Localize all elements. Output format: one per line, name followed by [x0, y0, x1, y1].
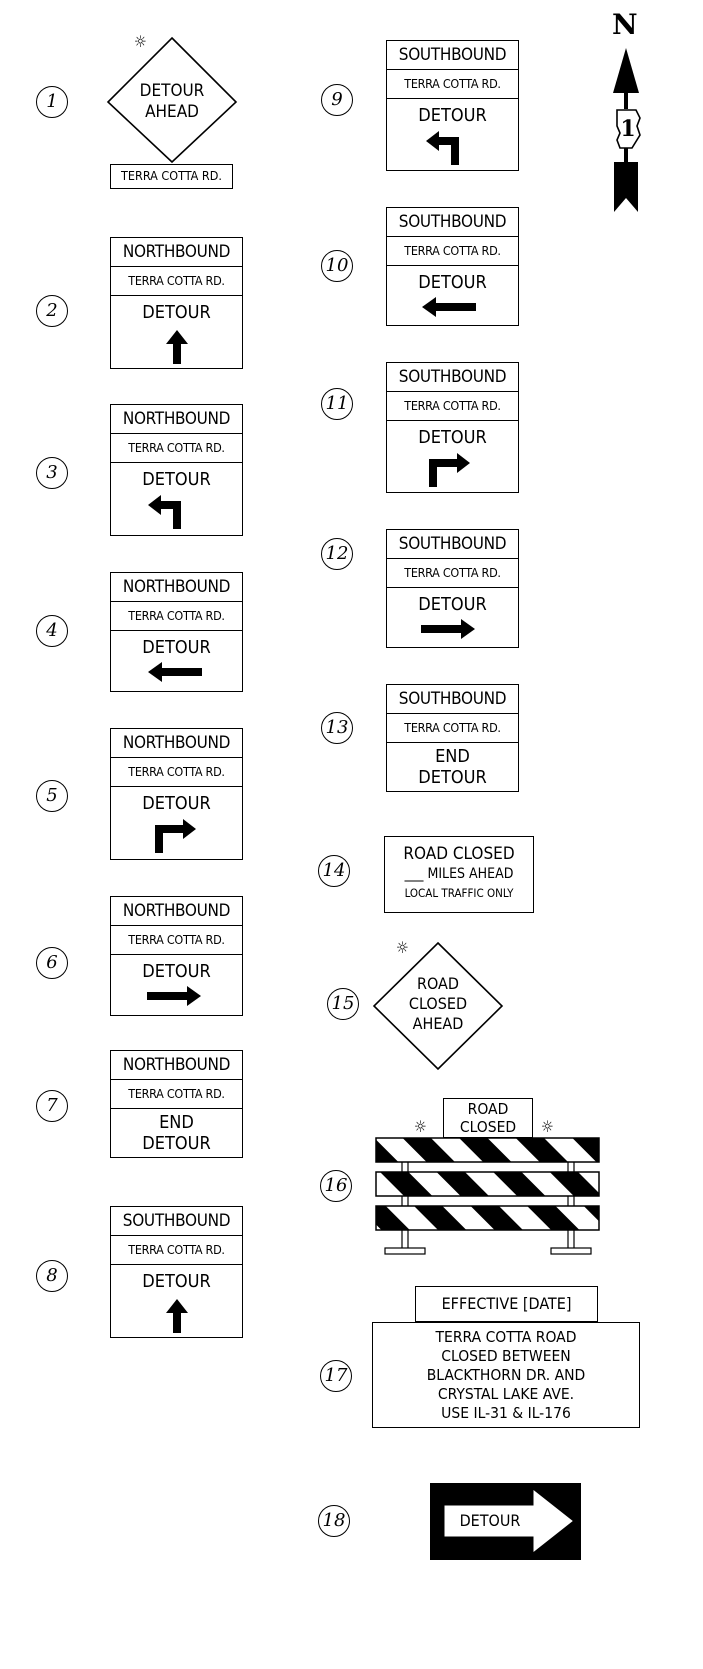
sign-9: SOUTHBOUND TERRA COTTA RD. DETOUR: [386, 40, 519, 171]
sign-10: SOUTHBOUND TERRA COTTA RD. DETOUR: [386, 207, 519, 326]
detour-label: DETOUR: [142, 1271, 211, 1292]
north-label: N: [612, 8, 638, 41]
detour-label: DETOUR: [142, 469, 211, 490]
direction-label: SOUTHBOUND: [387, 530, 518, 559]
detour-label: DETOUR: [459, 1511, 521, 1530]
road-label: TERRA COTTA RD.: [111, 758, 242, 787]
sign-8: SOUTHBOUND TERRA COTTA RD. DETOUR: [110, 1206, 243, 1338]
sign-number-7: 7: [36, 1090, 68, 1122]
warning-light-icon: ☼: [396, 938, 409, 957]
sign-14: ROAD CLOSED ___ MILES AHEAD LOCAL TRAFFI…: [384, 836, 534, 913]
road-label: TERRA COTTA RD.: [387, 392, 518, 421]
arrow-left-icon: [422, 297, 476, 317]
end-label: END: [159, 1112, 194, 1133]
direction-label: NORTHBOUND: [111, 238, 242, 267]
arrow-right-icon: [421, 619, 475, 639]
sign-number-6: 6: [36, 947, 68, 979]
sign-18: DETOUR: [430, 1483, 581, 1560]
sign-4: NORTHBOUND TERRA COTTA RD. DETOUR: [110, 572, 243, 692]
arrow-left-icon: [148, 662, 202, 682]
sign-number-13: 13: [321, 712, 353, 744]
road-label: TERRA COTTA RD.: [111, 1080, 242, 1109]
sign-11: SOUTHBOUND TERRA COTTA RD. DETOUR: [386, 362, 519, 493]
arrow-turn-right-icon: [429, 453, 470, 487]
direction-label: NORTHBOUND: [111, 729, 242, 758]
warning-light-icon: ☼: [414, 1117, 427, 1136]
sign-number-17: 17: [320, 1360, 352, 1392]
arrow-turn-right-icon: [155, 819, 196, 853]
sign-number-10: 10: [321, 250, 353, 282]
direction-label: SOUTHBOUND: [387, 41, 518, 70]
detour-label: DETOUR: [418, 105, 487, 126]
direction-label: SOUTHBOUND: [111, 1207, 242, 1236]
detour-label: DETOUR: [418, 427, 487, 448]
warning-light-icon: ☼: [134, 32, 147, 51]
detour-label: DETOUR: [418, 272, 487, 293]
sign-number-14: 14: [318, 855, 350, 887]
direction-label: NORTHBOUND: [111, 1051, 242, 1080]
detour-label: DETOUR: [418, 767, 487, 788]
local-traffic-label: LOCAL TRAFFIC ONLY: [404, 886, 514, 900]
road-label: TERRA COTTA RD.: [111, 267, 242, 296]
arrow-up-icon: [166, 1299, 188, 1333]
road-label: TERRA COTTA RD.: [111, 1236, 242, 1265]
sign-12: SOUTHBOUND TERRA COTTA RD. DETOUR: [386, 529, 519, 648]
direction-label: SOUTHBOUND: [387, 685, 518, 714]
direction-label: SOUTHBOUND: [387, 208, 518, 237]
sign17-effective-date: EFFECTIVE [DATE]: [415, 1286, 598, 1322]
sign17-closure-notice: TERRA COTTA ROAD CLOSED BETWEEN BLACKTHO…: [372, 1322, 640, 1428]
arrow-turn-left-icon: [426, 131, 459, 165]
sign-number-5: 5: [36, 780, 68, 812]
detour-label: DETOUR: [418, 594, 487, 615]
road-label: TERRA COTTA RD.: [387, 559, 518, 588]
arrow-right-icon: [147, 986, 201, 1006]
sign-number-15: 15: [327, 988, 359, 1020]
sign-5: NORTHBOUND TERRA COTTA RD. DETOUR: [110, 728, 243, 860]
sign-number-4: 4: [36, 615, 68, 647]
road-label: TERRA COTTA RD.: [387, 237, 518, 266]
detour-label: DETOUR: [142, 793, 211, 814]
road-label: TERRA COTTA RD.: [387, 714, 518, 743]
arrow-up-icon: [166, 330, 188, 364]
road-label: TERRA COTTA RD.: [111, 602, 242, 631]
route-shield-number: 1: [620, 116, 636, 142]
direction-label: NORTHBOUND: [111, 405, 242, 434]
sign-3: NORTHBOUND TERRA COTTA RD. DETOUR: [110, 404, 243, 536]
direction-label: SOUTHBOUND: [387, 363, 518, 392]
sign-number-2: 2: [36, 295, 68, 327]
road-label: TERRA COTTA RD.: [111, 434, 242, 463]
detour-label: DETOUR: [142, 1133, 211, 1154]
detour-label: DETOUR: [142, 302, 211, 323]
sign1-plaque: TERRA COTTA RD.: [110, 164, 233, 189]
detour-label: DETOUR: [142, 961, 211, 982]
road-closed-label: ROAD CLOSED: [403, 844, 515, 864]
end-label: END: [435, 746, 470, 767]
sign-13: SOUTHBOUND TERRA COTTA RD. END DETOUR: [386, 684, 519, 792]
sign-7: NORTHBOUND TERRA COTTA RD. END DETOUR: [110, 1050, 243, 1158]
detour-label: DETOUR: [142, 637, 211, 658]
arrow-turn-left-icon: [148, 495, 181, 529]
sign-2: NORTHBOUND TERRA COTTA RD. DETOUR: [110, 237, 243, 369]
sign-number-9: 9: [321, 84, 353, 116]
road-label: TERRA COTTA RD.: [387, 70, 518, 99]
sign-number-11: 11: [321, 388, 353, 420]
arrow-right-icon: [444, 1489, 573, 1553]
sign-number-18: 18: [318, 1505, 350, 1537]
warning-light-icon: ☼: [541, 1117, 554, 1136]
sign-number-3: 3: [36, 457, 68, 489]
direction-label: NORTHBOUND: [111, 897, 242, 926]
sign-number-16: 16: [320, 1170, 352, 1202]
sign-6: NORTHBOUND TERRA COTTA RD. DETOUR: [110, 896, 243, 1016]
miles-ahead-label: ___ MILES AHEAD: [404, 866, 514, 882]
sign-number-1: 1: [36, 86, 68, 118]
direction-label: NORTHBOUND: [111, 573, 242, 602]
sign-number-12: 12: [321, 538, 353, 570]
road-label: TERRA COTTA RD.: [111, 926, 242, 955]
sign-number-8: 8: [36, 1260, 68, 1292]
